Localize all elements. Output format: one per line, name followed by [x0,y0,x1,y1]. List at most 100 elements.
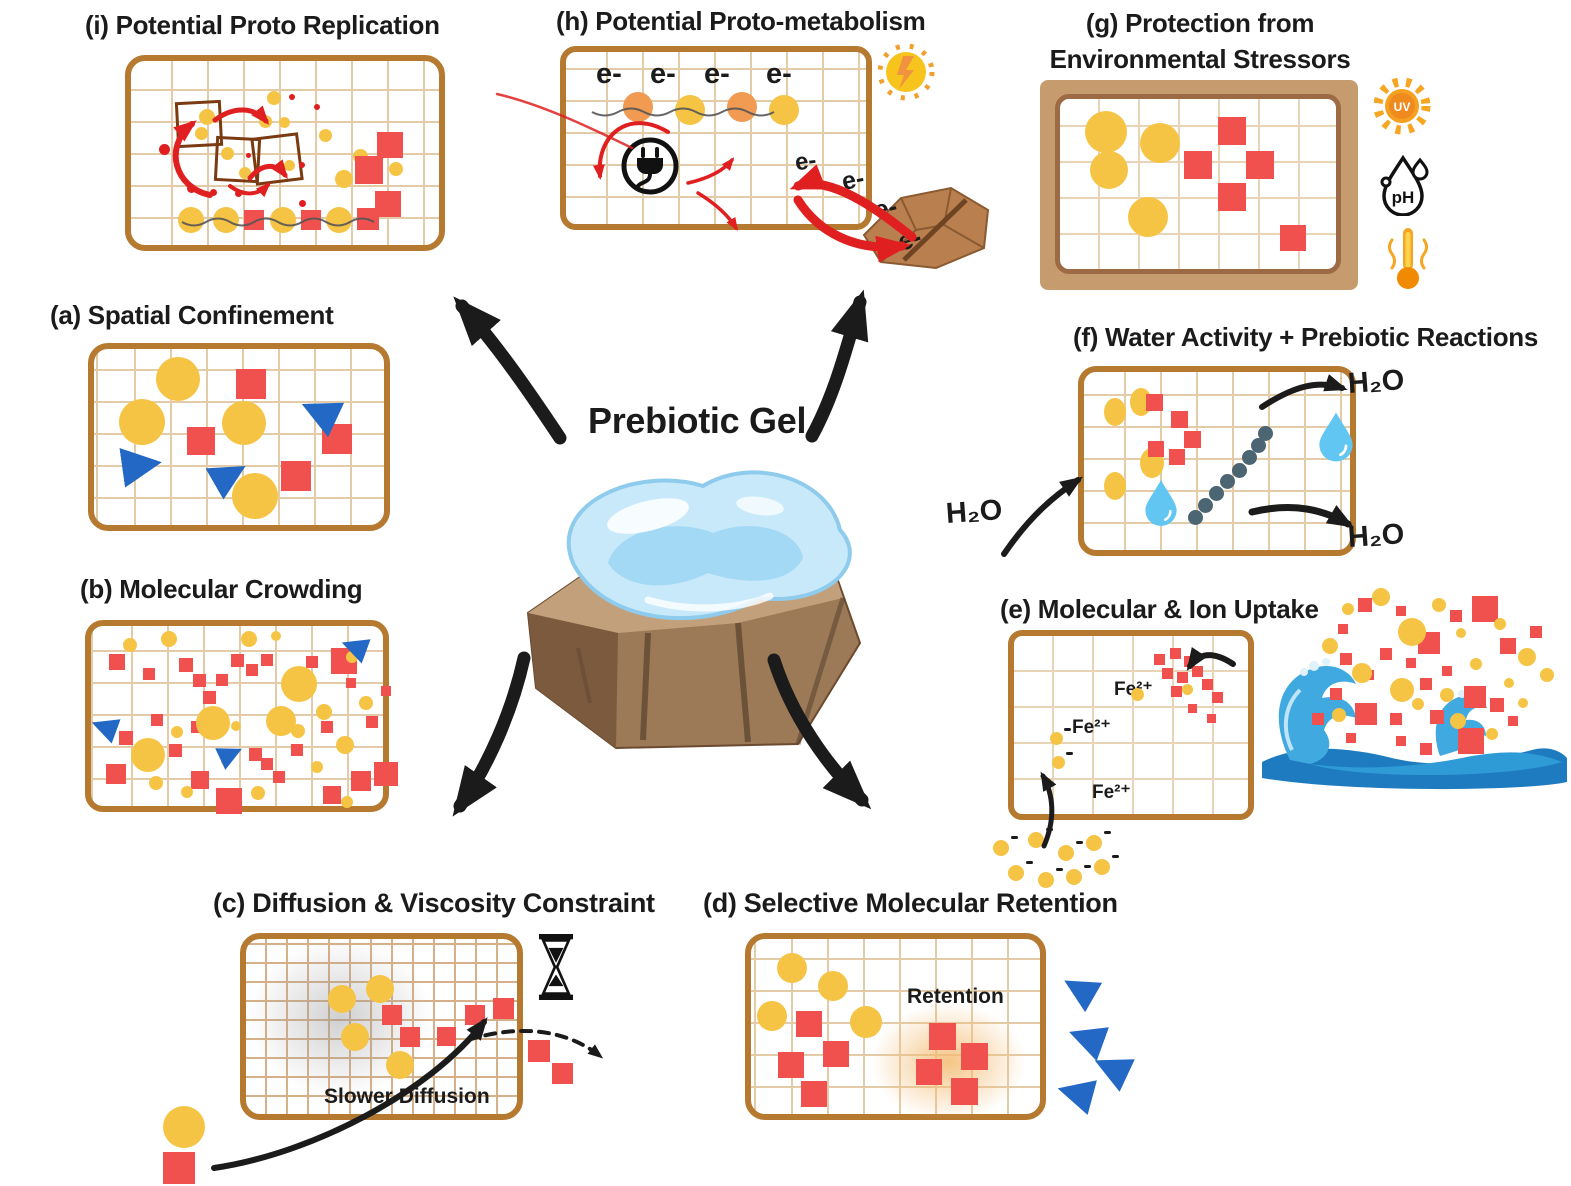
panel-i-title: (i) Potential Proto Replication [85,10,440,40]
molecule-square [1169,449,1185,465]
molecule-circle [757,1001,787,1031]
polymer-bead [1209,486,1224,501]
ocean-wave-icon [1262,658,1567,790]
molecule-circle [1398,618,1426,646]
ph-droplet-icon: pH [1380,154,1429,216]
molecule-circle [389,162,403,176]
ph-label: pH [1392,188,1415,207]
molecule-square [366,716,378,728]
molecule-circle [232,473,278,519]
molecule-circle [319,129,332,142]
uv-sun-icon: UV [1373,77,1431,135]
molecule-square [465,1005,485,1025]
minus-charge [1104,831,1111,834]
molecule-square [193,674,206,687]
molecule-square [291,744,303,756]
molecule-square [528,1040,550,1062]
molecule-circle [119,399,165,445]
molecule-square [1358,598,1372,612]
panel-f-box [1078,366,1356,556]
label-text: e- [766,58,792,90]
molecule-square [1396,606,1406,616]
minus-charge [1076,841,1083,844]
molecule-circle [291,724,305,738]
panel-c-box: Slower Diffusion [240,933,523,1120]
panel-h-box: e-e-e-e- [560,46,872,230]
panel-b-title: (b) Molecular Crowding [80,574,363,604]
thermometer-icon [1388,228,1428,289]
molecule-circle [1050,732,1063,745]
center-arrow-top-left [453,296,567,445]
molecule-square [163,1152,195,1184]
molecule-square [236,369,266,399]
molecule-square [261,758,273,770]
molecule-circle [1008,865,1024,881]
molecule-square [306,656,318,668]
molecule-circle [1432,598,1446,612]
uv-label: UV [1394,100,1411,114]
molecule-square [1154,654,1165,665]
molecule-square [961,1043,988,1070]
replicator-dot [159,144,170,155]
molecule-circle [1090,151,1128,189]
molecule-circle [241,631,257,647]
replicator-dot [235,190,242,197]
retention-halo [871,1003,1026,1121]
molecule-circle [156,357,200,401]
molecule-square [249,748,262,761]
panel-g-title-line2: Environmental Stressors [1049,44,1351,74]
molecule-triangle [87,710,120,743]
molecule-circle [123,638,137,652]
molecule-square [1170,648,1181,659]
molecule-circle [326,207,352,233]
molecule-circle [341,796,353,808]
panel-a-box [88,343,390,531]
molecule-circle [281,666,317,702]
molecule-square [796,1011,822,1037]
molecule-square [261,654,273,666]
polymer-bead [1242,450,1257,465]
polymer-bead [1258,426,1273,441]
molecule-circle [335,170,353,188]
molecule-square [382,1005,402,1025]
molecule-square [216,788,242,814]
panel-i-box [125,55,445,251]
molecule-square [1184,151,1212,179]
replicator-dot [299,162,305,168]
minus-charge [1011,836,1018,839]
panel-c-title: (c) Diffusion & Viscosity Constraint [213,888,655,918]
molecule-square [823,1041,849,1067]
molecule-circle [1104,398,1126,426]
molecule-square [1338,624,1348,634]
molecule-square [374,762,398,786]
label-text: Fe²⁺ [1092,782,1131,803]
label-text: e- [596,58,622,90]
molecule-square [375,191,401,217]
molecule-circle [675,95,705,125]
molecule-circle [386,1051,414,1079]
molecule-circle [1131,688,1144,701]
molecule-triangle [1056,966,1102,1012]
molecule-circle [259,115,272,128]
label-text: H₂O [944,494,1004,530]
center-arrow-top-right [805,289,869,443]
panel-b-box [85,620,398,814]
molecule-circle [171,726,183,738]
molecule-square [1472,596,1498,622]
molecule-circle [1066,869,1082,885]
replicator-dot [187,184,196,193]
replicator-box [250,132,304,186]
molecule-square [246,664,258,676]
molecule-square [437,1027,456,1046]
molecule-triangle [119,442,164,487]
molecule-circle [222,401,266,445]
replicator-dot [289,94,295,100]
molecule-circle [316,704,332,720]
polymer-bead [1198,498,1213,513]
molecule-square [1530,626,1542,638]
water-droplet-icon [1145,480,1177,526]
label-text: Slower Diffusion [324,1085,490,1108]
molecule-circle [1140,123,1180,163]
molecule-square [1218,183,1246,211]
panel-e-box: Fe²⁺Fe²⁺Fe²⁺ [1008,630,1254,820]
